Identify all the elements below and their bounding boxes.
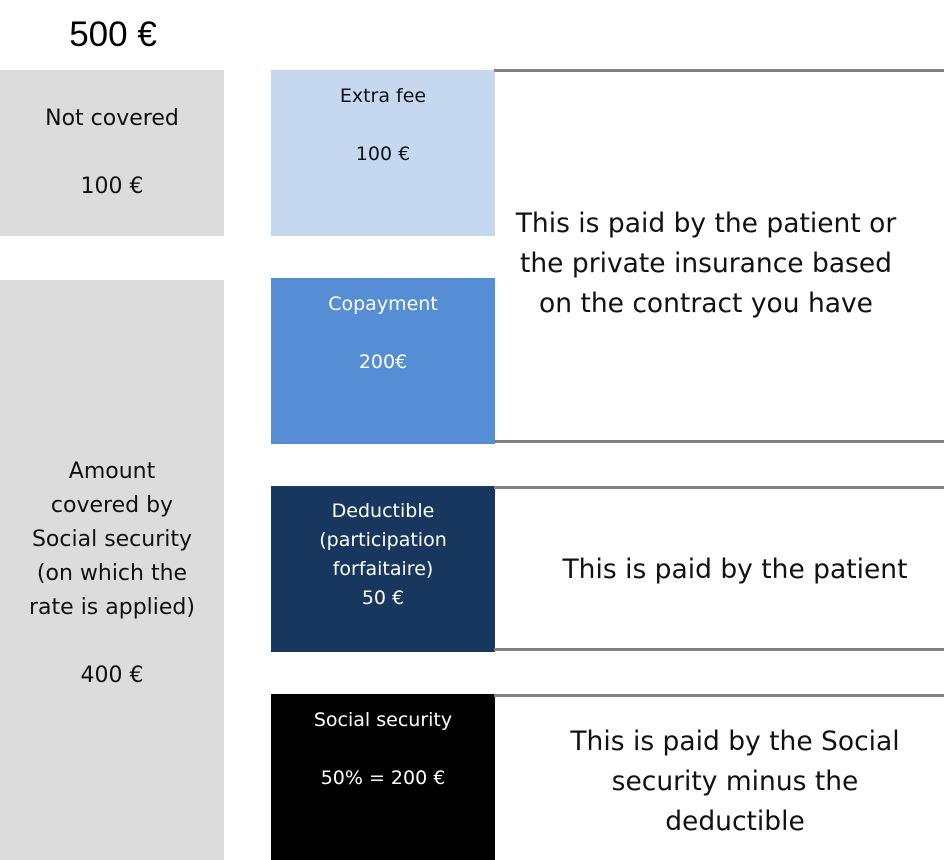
divider-line [494, 440, 944, 443]
social-security-label: Social security [313, 709, 453, 731]
deductible-value: 50 € [361, 587, 405, 609]
note-patient: This is paid by the patient [540, 550, 930, 590]
social-security-block: Social security 50% = 200 € [271, 694, 495, 860]
note-line: on the contract you have [539, 288, 873, 319]
not-covered-label: Not covered [45, 106, 179, 131]
deductible-label-line: (participation [319, 529, 447, 551]
note-line: security minus the [611, 766, 859, 797]
covered-label-line: Social security [31, 527, 193, 552]
divider-line [494, 69, 944, 72]
not-covered-value: 100 € [80, 174, 144, 199]
social-security-value: 50% = 200 € [320, 767, 446, 789]
total-amount: 500 € [69, 15, 157, 54]
extra-fee-value: 100 € [355, 143, 411, 165]
covered-label-line: (on which the [36, 561, 188, 586]
divider-line [494, 694, 944, 697]
covered-label-line: rate is applied) [29, 595, 195, 620]
deductible-label-line: forfaitaire) [332, 558, 434, 580]
copayment-block: Copayment 200€ [271, 278, 495, 444]
covered-label-line: covered by [50, 493, 174, 518]
deductible-label: Deductible [331, 500, 435, 522]
extra-fee-block: Extra fee 100 € [271, 70, 495, 236]
note-line: This is paid by the patient or [515, 208, 897, 239]
not-covered-box: Not covered 100 € [0, 70, 224, 236]
extra-fee-label: Extra fee [339, 85, 427, 107]
deductible-block: Deductible (participation forfaitaire) 5… [271, 486, 495, 652]
divider-line [494, 486, 944, 489]
note-line: the private insurance based [519, 248, 892, 279]
copayment-label: Copayment [328, 293, 438, 315]
note-social-security: This is paid by the Social security minu… [540, 722, 930, 842]
covered-label-line: Amount [68, 459, 156, 484]
divider-line [494, 648, 944, 651]
covered-box: Amount covered by Social security (on wh… [0, 280, 224, 860]
copayment-value: 200€ [358, 351, 408, 373]
note-line: deductible [665, 806, 805, 837]
note-patient-or-insurance: This is paid by the patient or the priva… [500, 204, 912, 324]
note-line: This is paid by the Social [570, 726, 900, 757]
note-line: This is paid by the patient [562, 554, 908, 585]
covered-value: 400 € [80, 663, 144, 688]
